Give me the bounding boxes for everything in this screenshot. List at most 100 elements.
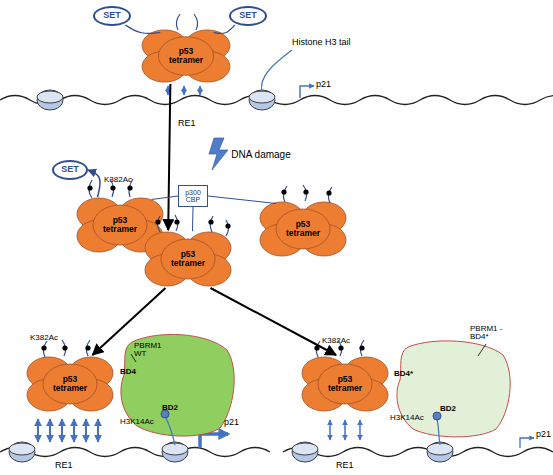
tetramer-lobe [276, 209, 330, 249]
node-title: PBRM1 WT [134, 342, 168, 359]
nucleosome [162, 442, 188, 462]
p53-tail [129, 179, 133, 197]
acetyl-mark [41, 345, 46, 350]
p53-tail [43, 341, 47, 357]
connector-arrow [125, 25, 160, 33]
acetyl-mark [208, 219, 213, 224]
protein-tetramer: p53 tetramer [300, 355, 390, 413]
p53-tail [89, 180, 92, 198]
node-title: p53 tetramer [281, 220, 325, 238]
acetyl-mark [174, 219, 179, 224]
set-ellipse: SET [93, 6, 131, 26]
connector-arrow [168, 84, 170, 230]
acetyl-mark [87, 185, 92, 190]
annotation-label: Histone H3 tail [292, 38, 351, 48]
annotation-label: K382Ac [104, 176, 132, 185]
domain-label: BD4 [120, 368, 136, 376]
tetramer-lobe [161, 239, 215, 279]
domain-label: BD4* [394, 370, 413, 378]
annotation-label: p21 [316, 80, 331, 90]
acetyl-mark [127, 185, 132, 190]
node-title: p300 CBP [182, 189, 204, 204]
p53-tail [62, 340, 66, 356]
nucleosome [427, 442, 453, 462]
node-title: p53 tetramer [323, 375, 367, 393]
annotation-label: H3K14Ac [390, 414, 424, 423]
connector-arrow [208, 196, 276, 203]
binding-arrow [183, 86, 185, 95]
transcription-arrow [300, 86, 314, 98]
acetyl-lysine-mark [161, 410, 169, 418]
node-title: p53 tetramer [48, 375, 92, 393]
acetyl-mark [155, 219, 160, 224]
binding-arrow [167, 86, 169, 95]
p53-tail [303, 185, 307, 201]
node-title: PBRM1 -BD4* [470, 325, 504, 342]
node-title: SET [61, 165, 79, 174]
connector-arrow [152, 196, 179, 199]
binding-arrow [85, 419, 87, 442]
acetyl-mark [62, 345, 67, 350]
p53-tail [360, 340, 364, 356]
annotation-label: K382Ac [322, 337, 350, 346]
p53-tail [316, 341, 320, 357]
leader-line [131, 354, 136, 362]
connector-arrow [88, 170, 100, 197]
annotation-label: RE1 [336, 461, 354, 471]
set-ellipse: SET [229, 6, 267, 26]
node-title: SET [239, 11, 257, 20]
binding-arrow [61, 419, 63, 442]
enzyme-box: p300 CBP [178, 185, 208, 207]
binding-arrow [359, 420, 361, 440]
transcription-arrow [520, 438, 534, 448]
tetramer-lobe [318, 364, 372, 404]
lightning-bolt [209, 138, 228, 170]
p53-tail [328, 187, 332, 203]
protein-blob [388, 325, 513, 440]
edge-label: DNA damage [231, 149, 290, 160]
histone-tail [261, 50, 292, 92]
p53-tail [175, 215, 178, 231]
annotation-label: p21 [224, 418, 239, 428]
annotation-label: RE1 [55, 461, 73, 471]
acetyl-mark [225, 223, 230, 228]
tetramer-lobe [158, 37, 213, 76]
tetramer-lobe [43, 364, 97, 404]
p53-tail [158, 216, 161, 232]
binding-arrow [73, 419, 75, 442]
histone-tail [437, 420, 440, 445]
acetyl-mark [110, 185, 115, 190]
connector-arrow [211, 288, 337, 355]
node-title: p53 tetramer [164, 47, 208, 65]
p53-tail [110, 179, 114, 197]
node-title: p53 tetramer [98, 216, 142, 234]
p53-tail [338, 340, 342, 356]
protein-tetramer: p53 tetramer [140, 28, 232, 84]
acetyl-mark [326, 190, 331, 195]
domain-label: BD2 [162, 404, 178, 412]
p53-tail [210, 216, 213, 232]
annotation-label: K382Ac [30, 334, 58, 343]
p53-tail [194, 14, 198, 30]
dna-strand [0, 448, 270, 457]
acetyl-mark [359, 345, 364, 350]
acetyl-mark [303, 189, 308, 194]
transcription-arrow [200, 434, 228, 448]
node-title: SET [103, 11, 121, 20]
protein-tetramer: p53 tetramer [258, 200, 348, 258]
dna-strand [283, 448, 553, 457]
dna-strand [0, 96, 553, 105]
nucleosome [9, 442, 35, 462]
domain-label: BD2 [440, 405, 456, 413]
binding-arrow [97, 419, 99, 442]
nucleosome [37, 90, 63, 110]
acetyl-mark [85, 345, 90, 350]
nucleosome [249, 90, 275, 110]
protein-tetramer: p53 tetramer [143, 230, 233, 288]
acetyl-mark [314, 345, 319, 350]
binding-arrow [344, 420, 346, 440]
